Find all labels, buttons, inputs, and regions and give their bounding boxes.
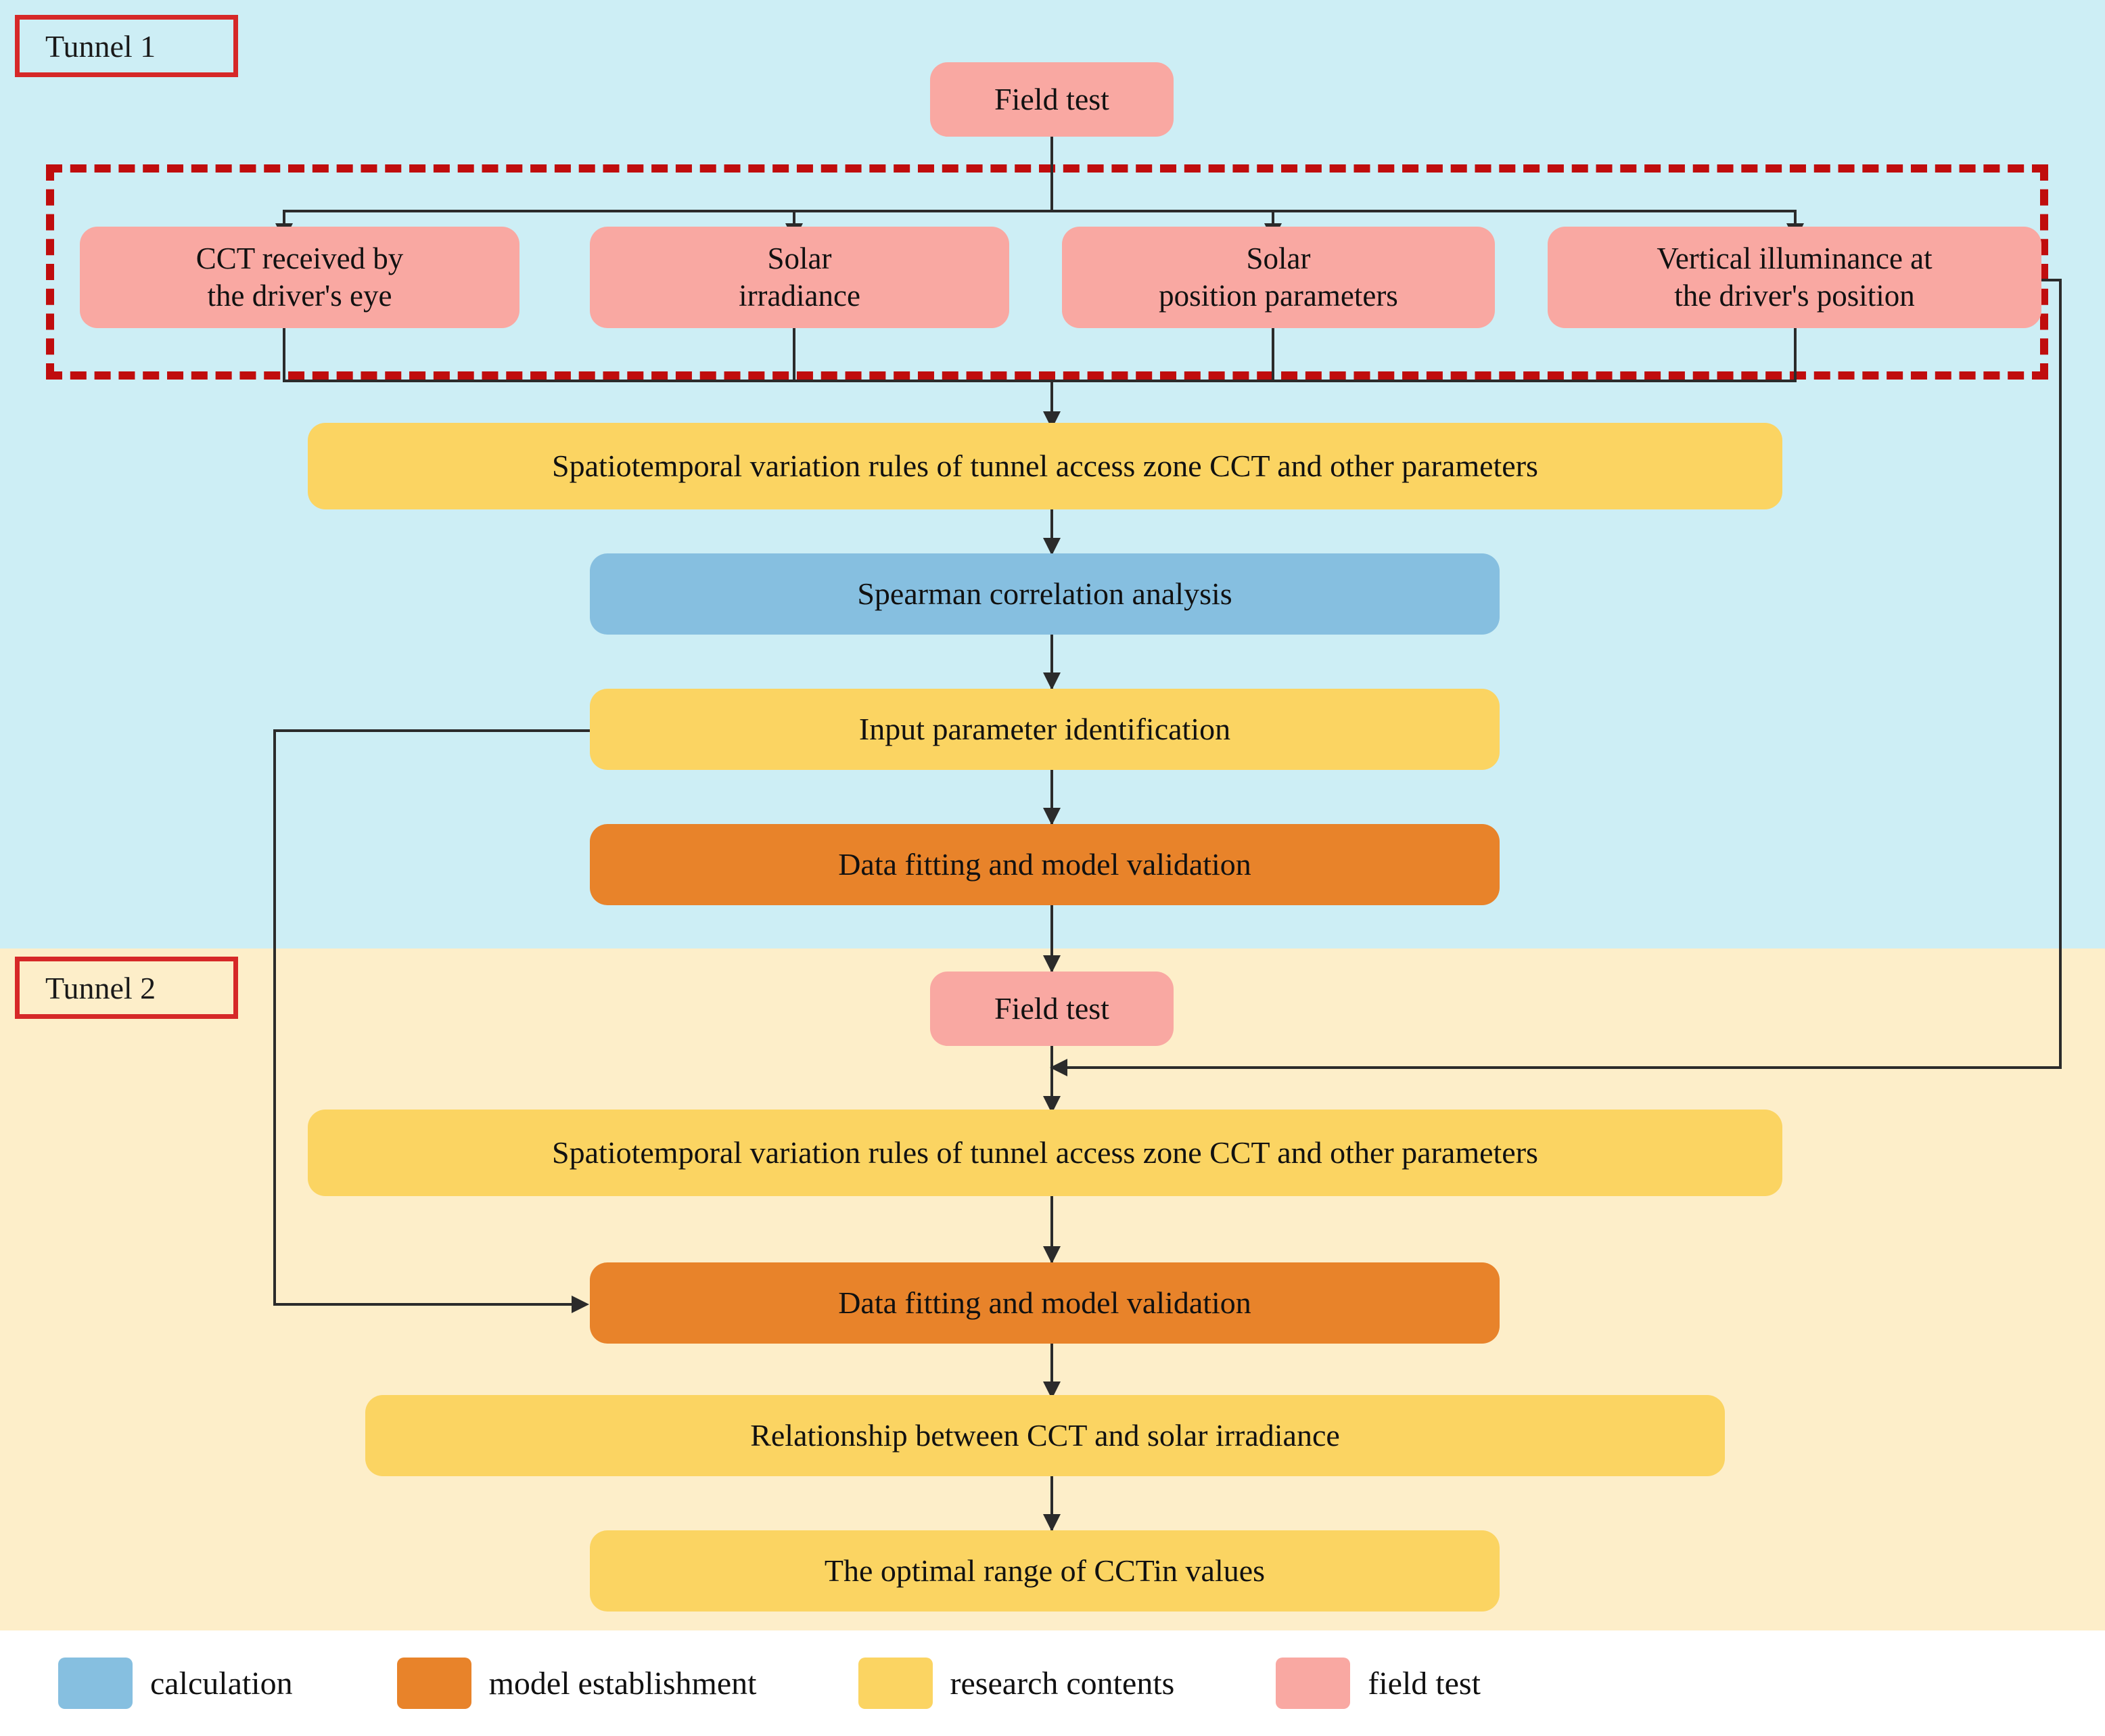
node-field-test-tunnel1[interactable]: Field test <box>930 62 1174 137</box>
connector-riser-solar-irradiance <box>793 328 795 382</box>
node-solar-position-parameters[interactable]: Solar position parameters <box>1062 227 1495 328</box>
node-label-line2: the driver's eye <box>207 279 392 313</box>
node-label-line2: irradiance <box>739 279 860 313</box>
connector-distribution-bar <box>283 210 1797 212</box>
arrowhead-data-fitting-t1 <box>1043 808 1061 825</box>
arrowhead-right-loop-into-t2-stream <box>1050 1059 1067 1076</box>
arrowhead-optimal-range <box>1043 1514 1061 1532</box>
legend-label-research-contents: research contents <box>950 1665 1175 1701</box>
node-label: Field test <box>994 990 1109 1026</box>
connector-spatiotemporal-to-spearman <box>1050 509 1053 555</box>
legend-item-model-establishment: model establishment <box>396 1658 757 1709</box>
legend-label-field-test: field test <box>1368 1665 1481 1701</box>
connector-input-param-to-data-fitting <box>1050 770 1053 825</box>
field-measurement-group-outline <box>46 164 2048 380</box>
node-label: Field test <box>994 81 1109 116</box>
node-field-test-tunnel2[interactable]: Field test <box>930 972 1174 1046</box>
legend-swatch-research-contents <box>858 1658 933 1709</box>
legend-item-calculation: calculation <box>58 1658 293 1709</box>
connector-right-loop-vertical <box>2059 279 2062 1069</box>
node-label: Relationship between CCT and solar irrad… <box>750 1417 1340 1453</box>
tunnel2-label-text: Tunnel 2 <box>45 970 156 1005</box>
connector-spatiotemporal-t2-to-data-fitting-t2 <box>1050 1196 1053 1264</box>
legend-swatch-model-establishment <box>396 1658 471 1709</box>
legend-swatch-field-test <box>1276 1658 1351 1709</box>
node-label: Spatiotemporal variation rules of tunnel… <box>552 448 1538 483</box>
arrowhead-field-test-t2 <box>1043 955 1061 973</box>
node-cct-received-by-driver-eye[interactable]: CCT received by the driver's eye <box>80 227 519 328</box>
arrowhead-data-fitting-t2 <box>1043 1246 1061 1264</box>
tunnel2-section-label: Tunnel 2 <box>15 957 238 1019</box>
node-spatiotemporal-rules-tunnel1[interactable]: Spatiotemporal variation rules of tunnel… <box>308 423 1782 509</box>
node-label: Spearman correlation analysis <box>857 576 1232 611</box>
node-spearman-correlation-analysis[interactable]: Spearman correlation analysis <box>590 553 1500 635</box>
node-label: Input parameter identification <box>858 711 1231 746</box>
connector-riser-cct <box>283 328 285 382</box>
connector-loopback-left-vertical <box>273 729 276 1306</box>
connector-data-fitting-t2-to-relationship <box>1050 1344 1053 1399</box>
node-vertical-illuminance-driver-position[interactable]: Vertical illuminance at the driver's pos… <box>1548 227 2041 328</box>
node-solar-irradiance[interactable]: Solar irradiance <box>590 227 1009 328</box>
node-label: Spatiotemporal variation rules of tunnel… <box>552 1135 1538 1170</box>
node-label-line1: CCT received by <box>195 242 404 276</box>
node-label-line2: position parameters <box>1159 279 1398 313</box>
connector-right-loop-top <box>2039 279 2062 281</box>
legend-label-calculation: calculation <box>150 1665 293 1701</box>
node-label: Data fitting and model validation <box>838 1285 1251 1320</box>
node-label: The optimal range of CCTin values <box>824 1553 1266 1588</box>
node-relationship-cct-solar-irradiance[interactable]: Relationship between CCT and solar irrad… <box>365 1395 1725 1476</box>
connector-fieldtest-stem <box>1050 137 1053 211</box>
arrowhead-loopback-into-data-fitting-t2 <box>572 1296 589 1313</box>
connector-right-loop-bottom <box>1067 1066 2062 1069</box>
arrowhead-spearman <box>1043 538 1061 555</box>
node-label-line1: Vertical illuminance at <box>1657 242 1933 276</box>
legend-item-field-test: field test <box>1276 1658 1481 1709</box>
node-data-fitting-model-validation-tunnel1[interactable]: Data fitting and model validation <box>590 824 1500 905</box>
node-label-line1: Solar <box>1246 242 1311 276</box>
connector-riser-solar-position <box>1272 328 1274 382</box>
node-label-line1: Solar <box>767 242 832 276</box>
node-label-line2: the driver's position <box>1674 279 1915 313</box>
connector-loopback-left-bottom <box>273 1303 574 1306</box>
connector-collection-to-spatiotemporal <box>1050 380 1053 430</box>
node-spatiotemporal-rules-tunnel2[interactable]: Spatiotemporal variation rules of tunnel… <box>308 1110 1782 1196</box>
legend-item-research-contents: research contents <box>858 1658 1175 1709</box>
tunnel1-section-label: Tunnel 1 <box>15 15 238 77</box>
node-label: Data fitting and model validation <box>838 846 1251 882</box>
tunnel1-label-text: Tunnel 1 <box>45 28 156 64</box>
legend-swatch-calculation <box>58 1658 133 1709</box>
node-input-parameter-identification[interactable]: Input parameter identification <box>590 689 1500 770</box>
connector-spearman-to-input-param <box>1050 635 1053 690</box>
connector-relationship-to-optimal-range <box>1050 1476 1053 1532</box>
connector-loopback-left-top <box>273 729 591 732</box>
connector-data-fitting-to-field-test-t2 <box>1050 905 1053 973</box>
arrowhead-input-param <box>1043 672 1061 690</box>
legend-label-model-establishment: model establishment <box>488 1665 757 1701</box>
legend: calculation model establishment research… <box>0 1630 2105 1736</box>
connector-riser-vertical-illuminance <box>1794 328 1797 382</box>
node-data-fitting-model-validation-tunnel2[interactable]: Data fitting and model validation <box>590 1262 1500 1344</box>
connector-collection-bar <box>283 380 1797 382</box>
node-optimal-range-cctin-values[interactable]: The optimal range of CCTin values <box>590 1530 1500 1612</box>
connector-field-test-t2-to-spatiotemporal <box>1050 1046 1053 1114</box>
